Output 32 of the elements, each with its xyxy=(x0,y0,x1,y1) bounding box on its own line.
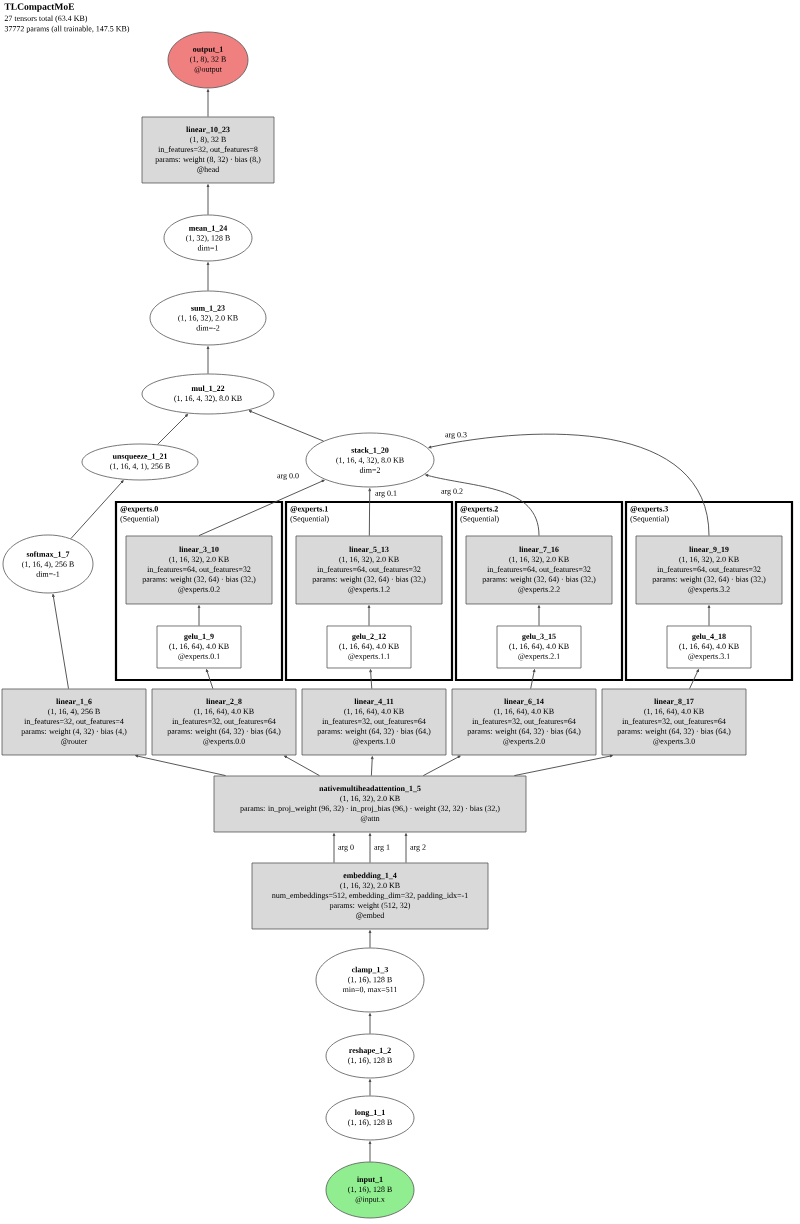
arrow xyxy=(369,669,373,690)
arrow xyxy=(425,474,540,537)
arrow xyxy=(205,669,214,690)
arrow xyxy=(367,605,371,627)
arrow xyxy=(248,410,324,442)
arrow xyxy=(52,593,69,690)
arrow xyxy=(198,479,325,537)
arrow xyxy=(368,488,372,537)
arrow xyxy=(368,833,372,864)
arrow xyxy=(368,930,372,949)
arrow xyxy=(537,605,541,627)
arrow xyxy=(332,833,336,864)
arrow xyxy=(530,669,536,690)
arrow xyxy=(206,89,210,118)
arrow xyxy=(135,754,227,777)
arrow xyxy=(404,833,408,864)
arrow xyxy=(422,755,461,777)
arrow xyxy=(370,756,374,777)
arrow xyxy=(206,262,210,292)
arrow xyxy=(513,754,613,777)
arrow xyxy=(197,605,201,627)
arrow xyxy=(206,184,210,216)
arrow xyxy=(206,346,210,375)
arrow xyxy=(368,1141,372,1163)
arrow xyxy=(368,1013,372,1035)
arrow xyxy=(284,755,320,777)
arrow xyxy=(157,413,189,445)
arrow xyxy=(689,668,699,690)
arrow xyxy=(70,480,124,540)
arrow xyxy=(368,1079,372,1097)
arrow xyxy=(707,605,711,627)
arrow xyxy=(428,433,710,537)
